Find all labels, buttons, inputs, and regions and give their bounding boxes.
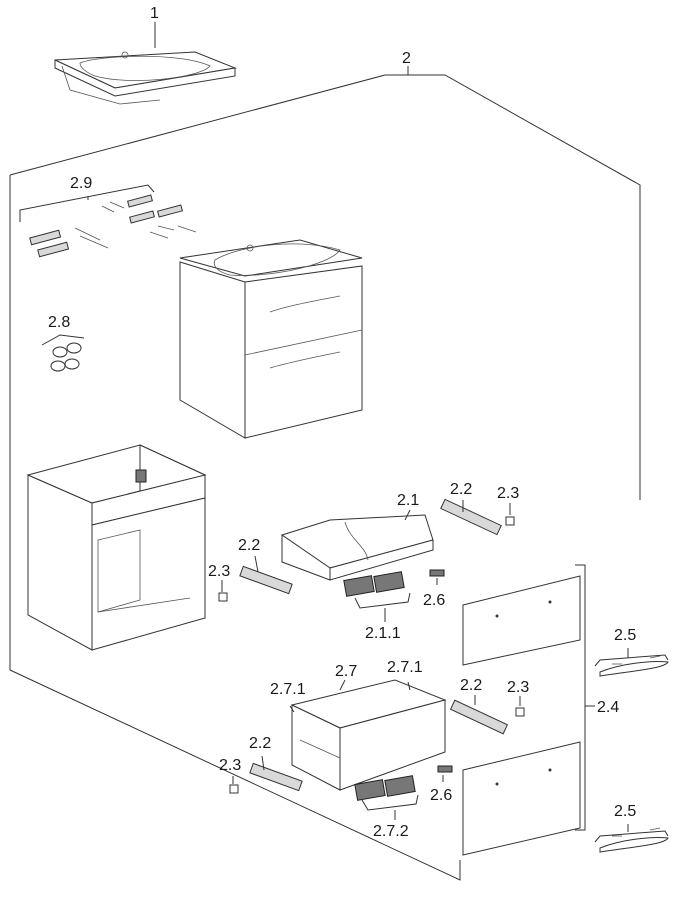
label-2-6-upper: 2.6 [423, 592, 445, 609]
clip-c [515, 707, 525, 717]
label-2-7: 2.7 [335, 663, 357, 680]
runner-left-upper [239, 565, 293, 595]
label-2-3-upper-left: 2.3 [208, 563, 230, 580]
washbasin-part [54, 51, 237, 105]
bracket-lower [437, 765, 453, 773]
label-2-5-upper: 2.5 [614, 627, 636, 644]
label-2-9: 2.9 [70, 175, 92, 192]
label-2-3-lower-left: 2.3 [219, 757, 241, 774]
label-2-5-lower: 2.5 [614, 803, 636, 820]
label-2-2-upper-right: 2.2 [450, 481, 472, 498]
label-2-7-2: 2.7.2 [373, 823, 409, 840]
assembly-group-outline [9, 74, 641, 881]
label-2-8: 2.8 [48, 314, 70, 331]
label-2-2-upper-left: 2.2 [238, 537, 260, 554]
caps-set [41, 334, 85, 372]
label-2-7-1-right: 2.7.1 [387, 659, 423, 676]
label-2-6-lower: 2.6 [430, 787, 452, 804]
lower-drawer-body [290, 679, 447, 801]
assembled-cabinet [179, 239, 363, 439]
label-2-2-lower-right: 2.2 [460, 677, 482, 694]
label-2: 2 [402, 50, 411, 67]
clip-b [218, 592, 228, 602]
label-2-7-1-left: 2.7.1 [270, 681, 306, 698]
label-2-3-lower-right: 2.3 [507, 679, 529, 696]
label-2-1-1: 2.1.1 [365, 625, 401, 642]
upper-drawer-body [281, 514, 434, 597]
label-2-2-lower-left: 2.2 [249, 735, 271, 752]
label-2-3-upper-right: 2.3 [497, 485, 519, 502]
runner-right-upper [440, 498, 502, 536]
handle-lower [599, 827, 669, 853]
runner-right-lower [449, 699, 509, 735]
drawer-front-upper [462, 575, 581, 666]
clip-a [505, 516, 515, 526]
runner-left-lower [249, 762, 303, 792]
label-2-4: 2.4 [597, 699, 619, 716]
label-1: 1 [150, 5, 159, 22]
clip-d [229, 784, 239, 794]
cabinet-carcass [26, 444, 207, 651]
bracket-upper [429, 569, 445, 577]
label-2-1: 2.1 [397, 492, 419, 509]
drawer-front-lower [462, 741, 581, 856]
leader-lines [154, 22, 669, 843]
mounting-hardware-set [19, 184, 197, 258]
handle-upper [599, 655, 669, 677]
